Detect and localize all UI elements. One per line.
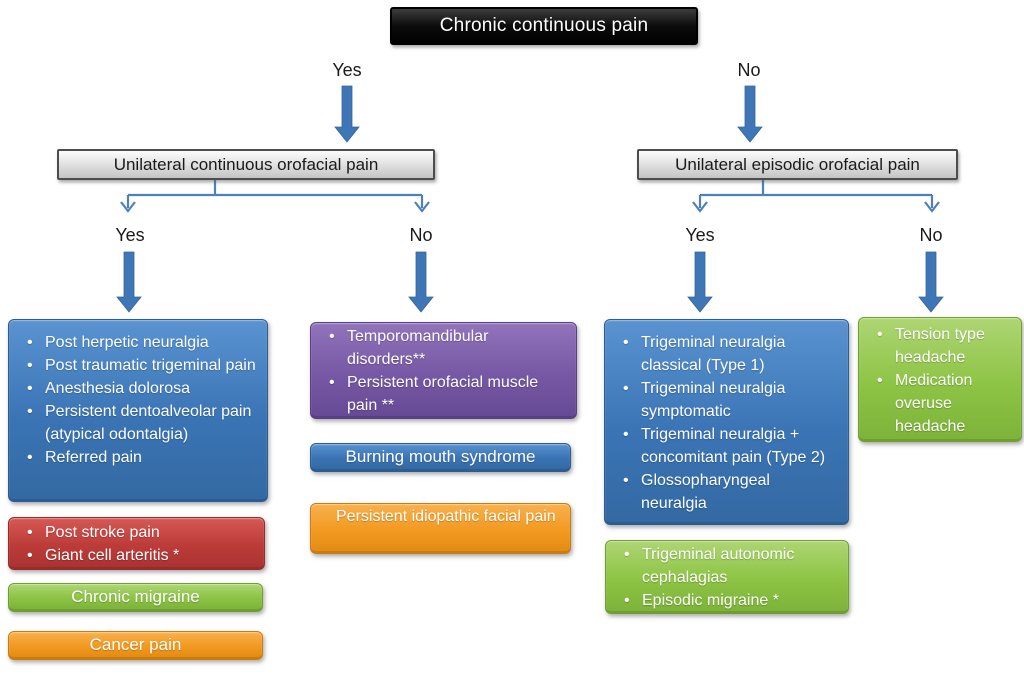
outcome-list: Trigeminal autonomic cephalagiasEpisodic… bbox=[620, 543, 840, 612]
connector-right bbox=[698, 180, 934, 208]
branch-label-yes-top: Yes bbox=[332, 60, 362, 80]
list-item: Episodic migraine * bbox=[620, 589, 840, 612]
box-label: Chronic migraine bbox=[71, 586, 200, 606]
box-label: Cancer pain bbox=[89, 634, 182, 654]
chevron-down-icon bbox=[414, 201, 430, 213]
decision-node-label: Unilateral episodic orofacial pain bbox=[675, 154, 920, 174]
outcome-vascular-pain-box: Post stroke painGiant cell arteritis * bbox=[8, 517, 265, 570]
list-item: Trigeminal neuralgia symptomatic bbox=[619, 377, 836, 423]
outcome-neuralgia-box: Trigeminal neuralgia classical (Type 1)T… bbox=[604, 319, 849, 525]
decision-node-episodic: Unilateral episodic orofacial pain bbox=[637, 149, 958, 180]
outcome-list: Post stroke painGiant cell arteritis * bbox=[23, 521, 256, 567]
chevron-down-icon bbox=[692, 201, 708, 213]
chevron-down-icon bbox=[120, 201, 136, 213]
arrow-down-icon bbox=[408, 251, 434, 313]
outcome-burning-mouth-box: Burning mouth syndrome bbox=[310, 443, 571, 472]
list-item: Tension type headache bbox=[873, 323, 1009, 369]
root-node: Chronic continuous pain bbox=[390, 7, 698, 45]
box-label: Burning mouth syndrome bbox=[345, 446, 536, 466]
arrow-down-icon bbox=[116, 251, 142, 313]
list-item: Trigeminal neuralgia + concomitant pain … bbox=[619, 423, 836, 469]
arrow-down-icon bbox=[737, 85, 763, 143]
outcome-list: Post herpetic neuralgiaPost traumatic tr… bbox=[23, 331, 259, 469]
list-item: Temporomandibular disorders** bbox=[325, 325, 546, 371]
connector-left bbox=[126, 180, 424, 208]
outcome-cancer-pain-box: Cancer pain bbox=[8, 631, 263, 660]
decision-node-continuous: Unilateral continuous orofacial pain bbox=[57, 149, 435, 180]
list-item: Post herpetic neuralgia bbox=[23, 331, 259, 354]
list-item: Post stroke pain bbox=[23, 521, 256, 544]
outcome-list: Trigeminal neuralgia classical (Type 1)T… bbox=[619, 331, 836, 515]
list-item: Giant cell arteritis * bbox=[23, 544, 256, 567]
list-item: Trigeminal neuralgia classical (Type 1) bbox=[619, 331, 836, 377]
chevron-down-icon bbox=[924, 201, 940, 213]
outcome-headache-box: Tension type headacheMedication overuse … bbox=[858, 317, 1022, 442]
list-item: Anesthesia dolorosa bbox=[23, 377, 259, 400]
thin-connector-lines bbox=[120, 180, 940, 213]
arrow-down-icon bbox=[687, 251, 713, 313]
outcome-list: Tension type headacheMedication overuse … bbox=[873, 323, 1009, 438]
branch-label-no-episodic: No bbox=[919, 225, 943, 245]
box-label: Persistent idiopathic facial pain bbox=[336, 508, 556, 525]
decision-node-label: Unilateral continuous orofacial pain bbox=[113, 154, 379, 174]
branch-label-no-continuous: No bbox=[409, 225, 433, 245]
outcome-neuropathic-pain-box: Post herpetic neuralgiaPost traumatic tr… bbox=[8, 319, 268, 502]
outcome-tmd-box: Temporomandibular disorders**Persistent … bbox=[310, 322, 577, 419]
list-item: Persistent orofacial muscle pain ** bbox=[325, 371, 546, 417]
branch-label-yes-episodic: Yes bbox=[685, 225, 715, 245]
outcome-list: Temporomandibular disorders**Persistent … bbox=[325, 325, 546, 417]
root-node-label: Chronic continuous pain bbox=[439, 15, 649, 36]
arrow-down-icon bbox=[918, 251, 944, 313]
list-item: Post traumatic trigeminal pain bbox=[23, 354, 259, 377]
list-item: Referred pain bbox=[23, 446, 259, 469]
list-item: Glossopharyngeal neuralgia bbox=[619, 469, 836, 515]
list-item: Persistent dentoalveolar pain (atypical … bbox=[23, 400, 259, 446]
branch-label-no-top: No bbox=[737, 60, 761, 80]
outcome-pifp-box: Persistent idiopathic facial pain bbox=[310, 503, 571, 554]
outcome-chronic-migraine-box: Chronic migraine bbox=[8, 583, 263, 612]
branch-label-yes-continuous: Yes bbox=[115, 225, 145, 245]
arrow-down-icon bbox=[334, 85, 360, 143]
list-item: Medication overuse headache bbox=[873, 369, 1009, 438]
list-item: Trigeminal autonomic cephalagias bbox=[620, 543, 840, 589]
block-arrows bbox=[116, 85, 944, 313]
outcome-tac-box: Trigeminal autonomic cephalagiasEpisodic… bbox=[605, 540, 849, 614]
